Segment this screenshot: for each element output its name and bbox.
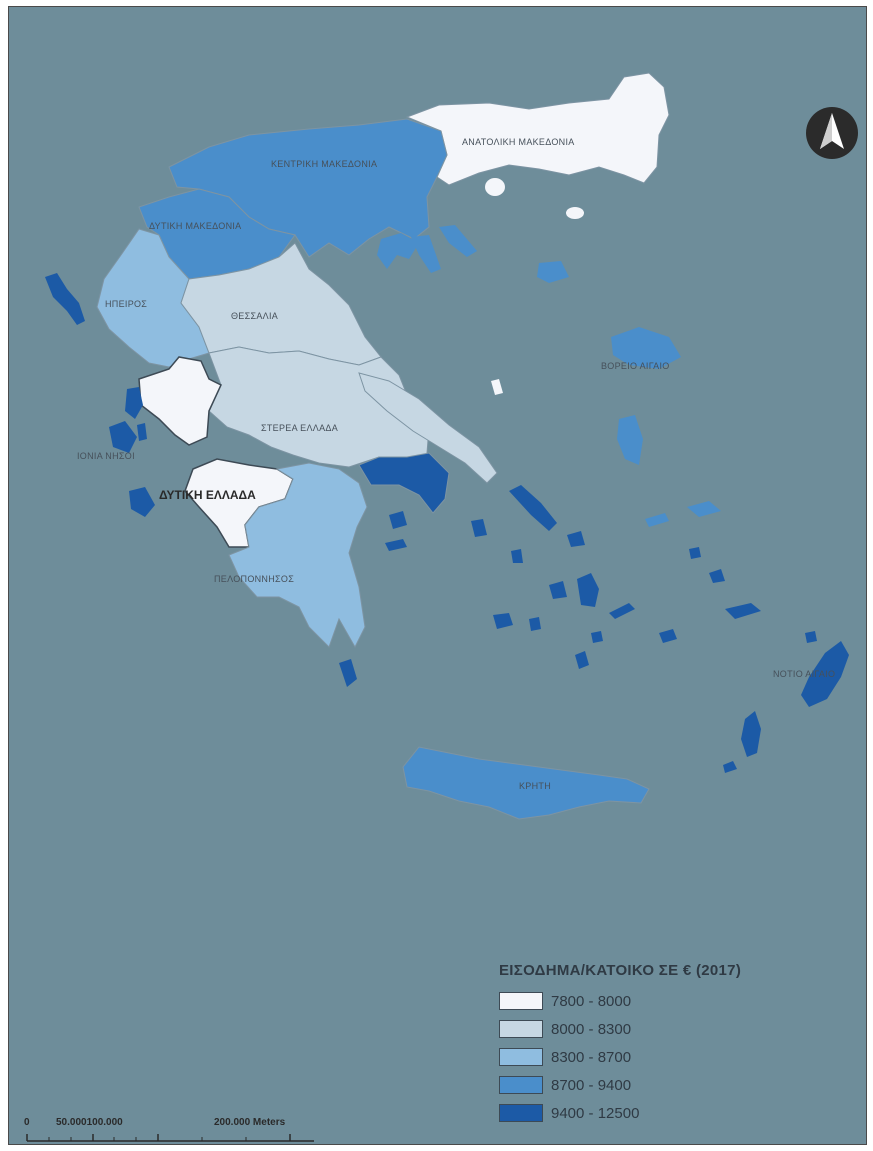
legend-title: ΕΙΣΟΔΗΜΑ/ΚΑΤΟΙΚΟ ΣΕ € (2017): [499, 962, 742, 979]
legend-item: 9400 - 12500: [499, 1099, 859, 1127]
legend-item: 8700 - 9400: [499, 1071, 859, 1099]
legend-swatch: [499, 1020, 543, 1038]
island-andros: [509, 485, 557, 531]
island-evia: [358, 372, 498, 484]
label-dytiki-ellada: ΔΥΤΙΚΗ ΕΛΛΑΔΑ: [159, 488, 256, 502]
label-anatoliki-makedonia: ΑΝΑΤΟΛΙΚΗ ΜΑΚΕΔΟΝΙΑ: [462, 137, 575, 147]
label-kentriki-makedonia: ΚΕΝΤΡΙΚΗ ΜΑΚΕΔΟΝΙΑ: [271, 159, 377, 169]
label-kriti: ΚΡΗΤΗ: [519, 781, 551, 791]
island-hydra: [385, 539, 407, 551]
label-ionia-nisia: ΙΟΝΙΑ ΝΗΣΟΙ: [77, 451, 135, 461]
island-zakynthos: [129, 487, 155, 517]
legend-label: 7800 - 8000: [551, 992, 632, 1010]
island-kos: [725, 603, 761, 619]
scale-label-mid: 50.000100.000: [56, 1117, 123, 1128]
legend-swatch: [499, 1104, 543, 1122]
legend-label: 8000 - 8300: [551, 1020, 632, 1038]
island-amorgos: [609, 603, 635, 619]
legend-item: 8300 - 8700: [499, 1043, 859, 1071]
label-thessalia: ΘΕΣΣΑΛΙΑ: [231, 311, 278, 321]
label-peloponnisos: ΠΕΛΟΠΟΝΝΗΣΟΣ: [214, 574, 294, 584]
island-agios-efstratios: [491, 379, 503, 395]
chalkidiki-finger: [411, 235, 441, 273]
island-ios: [591, 631, 603, 643]
legend-item: 8000 - 8300: [499, 1015, 859, 1043]
region-dytiki-ellada-north: [138, 356, 222, 446]
island-thasos: [485, 178, 505, 196]
label-dytiki-makedonia: ΔΥΤΙΚΗ ΜΑΚΕΔΟΝΙΑ: [149, 221, 241, 231]
island-leros: [689, 547, 701, 559]
sea-background: [9, 7, 866, 1144]
chalkidiki: [377, 233, 419, 269]
island-paros: [549, 581, 567, 599]
island-ithaki: [137, 423, 147, 441]
scale-bar-graphic: [26, 1134, 314, 1142]
label-sterea-ellada: ΣΤΕΡΕΑ ΕΛΛΑΔΑ: [261, 423, 338, 433]
legend-swatch: [499, 992, 543, 1010]
map-frame: ΑΝΑΤΟΛΙΚΗ ΜΑΚΕΔΟΝΙΑ ΚΕΝΤΡΙΚΗ ΜΑΚΕΔΟΝΙΑ Δ…: [8, 6, 867, 1145]
scale-label-end: 200.000 Meters: [214, 1117, 286, 1128]
island-kerkyra: [45, 273, 85, 325]
island-aegina: [389, 511, 407, 529]
scale-bar: 0 50.000100.000 200.000 Meters: [24, 1117, 344, 1144]
label-voreio-aigaio: ΒΟΡΕΙΟ ΑΙΓΑΙΟ: [601, 361, 670, 371]
scale-label-zero: 0: [24, 1117, 30, 1128]
island-kasos: [723, 761, 737, 773]
island-karpathos: [741, 711, 761, 757]
island-lefkada: [125, 387, 143, 419]
legend-swatch: [499, 1048, 543, 1066]
island-naxos: [577, 573, 599, 607]
island-lemnos: [537, 261, 569, 283]
legend: ΕΙΣΟΔΗΜΑ/ΚΑΤΟΙΚΟ ΣΕ € (2017) 7800 - 8000…: [499, 962, 859, 1127]
legend-label: 8300 - 8700: [551, 1048, 632, 1066]
legend-label: 9400 - 12500: [551, 1104, 640, 1122]
island-ikaria: [645, 513, 669, 527]
island-tinos: [567, 531, 585, 547]
island-samothraki: [566, 207, 584, 219]
chalkidiki-athos: [439, 225, 477, 257]
island-symi: [805, 631, 817, 643]
island-astypalaia: [659, 629, 677, 643]
island-rhodes: [801, 641, 849, 707]
region-peloponnisos: [228, 462, 368, 649]
north-arrow-icon: [806, 107, 858, 159]
label-notio-aigaio: ΝΟΤΙΟ ΑΙΓΑΙΟ: [773, 669, 835, 679]
label-ipeiros: ΗΠΕΙΡΟΣ: [105, 299, 147, 309]
region-anatoliki-makedonia: [405, 72, 670, 186]
legend-item: 7800 - 8000: [499, 987, 859, 1015]
island-kalymnos: [709, 569, 725, 583]
island-milos: [493, 613, 513, 629]
island-sifnos: [529, 617, 541, 631]
region-attiki: [358, 452, 450, 514]
island-santorini: [575, 651, 589, 669]
island-kythira: [339, 659, 357, 687]
legend-label: 8700 - 9400: [551, 1076, 632, 1094]
island-syros: [511, 549, 523, 563]
island-lesvos: [611, 327, 681, 369]
island-kefalonia: [109, 421, 137, 453]
greece-map: ΑΝΑΤΟΛΙΚΗ ΜΑΚΕΔΟΝΙΑ ΚΕΝΤΡΙΚΗ ΜΑΚΕΔΟΝΙΑ Δ…: [45, 72, 849, 820]
island-chios: [617, 415, 643, 465]
island-samos: [687, 501, 721, 517]
island-kea: [471, 519, 487, 537]
legend-swatch: [499, 1076, 543, 1094]
island-kriti: [402, 746, 650, 820]
